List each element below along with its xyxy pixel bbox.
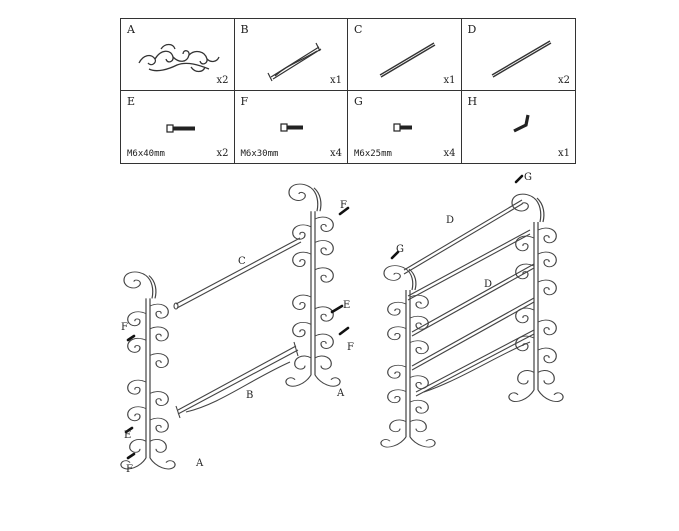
label-bolt-g-left: G xyxy=(396,244,404,255)
part-cell-h: H x1 xyxy=(462,91,576,163)
part-quantity: x4 xyxy=(443,148,456,159)
bolt-icon xyxy=(393,123,412,132)
exploded-view xyxy=(120,183,350,470)
part-quantity: x4 xyxy=(329,148,342,159)
part-letter: F xyxy=(240,95,249,108)
label-frame-a-right: A xyxy=(336,388,345,399)
label-rod-d-top: D xyxy=(446,215,454,226)
bolt-icon xyxy=(279,123,303,132)
part-cell-e: E M6x40mm x2 xyxy=(121,91,235,163)
label-bolt-f-bottom: F xyxy=(126,464,133,475)
part-quantity: x1 xyxy=(557,148,570,159)
part-cell-g: G M6x25mm x4 xyxy=(348,91,462,163)
part-quantity: x1 xyxy=(329,75,342,86)
scroll-side-frame-icon xyxy=(138,43,220,73)
part-letter: G xyxy=(354,95,363,108)
label-bolt-f-left: F xyxy=(121,322,128,333)
label-frame-a-left: A xyxy=(195,458,204,469)
bolt-size-label: M6x30mm xyxy=(240,149,279,159)
label-bolt-f-right: F xyxy=(347,342,354,353)
part-letter: C xyxy=(354,23,363,36)
part-quantity: x2 xyxy=(557,75,570,86)
rod-icon xyxy=(491,40,551,78)
part-cell-a: A x2 xyxy=(121,19,235,91)
label-rod-d-mid: D xyxy=(484,279,492,290)
label-brace-b: B xyxy=(246,390,253,401)
part-letter: A xyxy=(127,23,135,36)
parts-list-table: A x2 B x1 xyxy=(120,18,576,164)
bottom-brace-icon xyxy=(266,42,321,82)
label-bolt-e: E xyxy=(343,300,350,311)
rod-icon xyxy=(379,42,436,78)
bolt-size-label: M6x25mm xyxy=(354,149,392,159)
part-cell-f: F M6x30mm x4 xyxy=(235,91,348,163)
part-quantity: x1 xyxy=(443,75,456,86)
part-letter: H xyxy=(467,95,478,108)
part-quantity: x2 xyxy=(216,148,229,159)
part-letter: E xyxy=(127,95,136,108)
bolt-icon xyxy=(166,124,195,133)
part-cell-c: C x1 xyxy=(348,19,462,91)
part-cell-b: B x1 xyxy=(234,19,348,91)
part-quantity: x2 xyxy=(216,75,229,86)
allen-key-icon xyxy=(512,114,530,133)
label-bolt-e-left: E xyxy=(124,430,131,441)
label-bolt-g-top: G xyxy=(524,172,532,183)
part-cell-d: D x2 xyxy=(461,19,575,91)
assembled-view xyxy=(380,174,564,448)
part-letter: B xyxy=(240,23,249,36)
label-bolt-f-top: F xyxy=(340,200,347,211)
bolt-size-label: M6x40mm xyxy=(127,149,165,159)
part-letter: D xyxy=(467,23,477,36)
label-rod-c: C xyxy=(238,256,246,267)
